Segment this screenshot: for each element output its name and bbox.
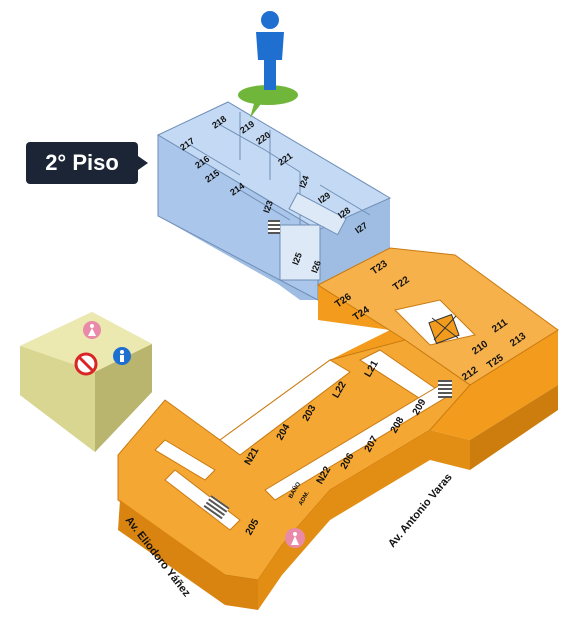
room-i26: I26	[309, 259, 323, 274]
person-marker-icon	[238, 11, 298, 118]
floor-badge: 2° Piso	[26, 142, 148, 184]
restroom-women-icon-2	[285, 528, 305, 548]
no-smoking-icon	[74, 352, 98, 376]
street-right: Av. Antonio Varas	[386, 471, 455, 550]
restroom-women-icon	[83, 321, 101, 339]
room-i23: I23	[261, 199, 275, 214]
restroom-men-icon	[113, 347, 131, 365]
annex-building	[20, 312, 152, 452]
room-i24: I24	[297, 174, 311, 189]
blue-building	[156, 101, 392, 301]
room-i25: I25	[290, 251, 304, 266]
orange-building	[117, 247, 559, 610]
